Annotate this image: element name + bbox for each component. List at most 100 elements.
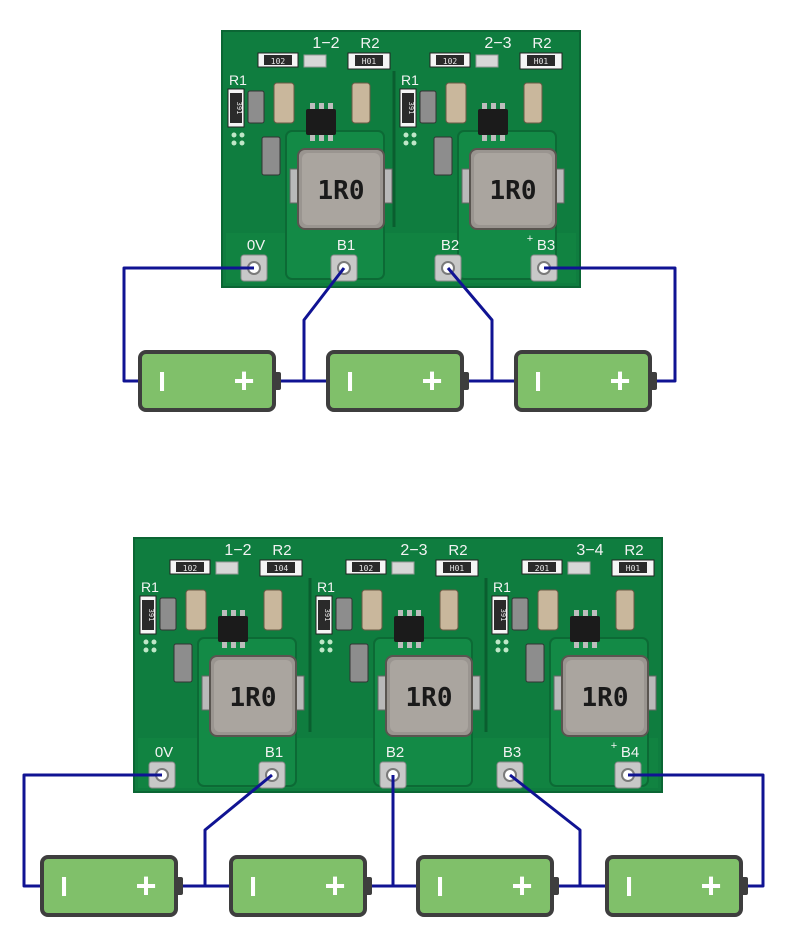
capacitor bbox=[439, 589, 459, 631]
wire bbox=[122, 266, 254, 383]
chip-pin bbox=[231, 610, 236, 616]
r2-label: R2 bbox=[360, 35, 379, 52]
chip-pin bbox=[328, 103, 333, 109]
chip-pin bbox=[407, 642, 412, 648]
capacitor bbox=[419, 90, 437, 124]
battery-body bbox=[229, 855, 367, 917]
battery-plus-symbol: + bbox=[233, 360, 254, 401]
chip-pin bbox=[310, 135, 315, 141]
battery-plus-symbol: + bbox=[421, 360, 442, 401]
battery: I+ bbox=[138, 350, 281, 412]
wire bbox=[274, 267, 346, 383]
wire bbox=[628, 773, 765, 888]
r2-resistor bbox=[443, 562, 471, 573]
chip-pin bbox=[583, 642, 588, 648]
resistor-code: 102 bbox=[443, 57, 458, 66]
chip-pin bbox=[231, 642, 236, 648]
pad-label: B4 bbox=[621, 744, 639, 761]
chip-pin bbox=[328, 135, 333, 141]
wire bbox=[544, 266, 677, 383]
pad-label: B2 bbox=[386, 744, 404, 761]
r1-code: 391 bbox=[235, 102, 243, 115]
balance-label: 2−3 bbox=[400, 542, 427, 559]
capacitor bbox=[537, 589, 559, 631]
r1-resistor bbox=[142, 600, 154, 630]
mosfet-chip bbox=[570, 616, 600, 642]
chip-pin bbox=[222, 610, 227, 616]
r1-resistor bbox=[318, 600, 330, 630]
r1-resistor bbox=[494, 600, 506, 630]
chip-pin bbox=[491, 135, 496, 141]
r2-resistor bbox=[355, 55, 383, 66]
battery-plus-symbol: + bbox=[511, 865, 532, 906]
capacitor bbox=[159, 597, 177, 631]
via bbox=[327, 647, 333, 653]
via bbox=[151, 639, 157, 645]
battery-plus-symbol: + bbox=[700, 865, 721, 906]
chip-pin bbox=[500, 135, 505, 141]
battery-body bbox=[416, 855, 554, 917]
chip-pin bbox=[319, 135, 324, 141]
r2-code: H01 bbox=[534, 57, 549, 66]
via bbox=[143, 647, 149, 653]
battery-body bbox=[514, 350, 652, 412]
battery-body bbox=[40, 855, 178, 917]
battery-plus-symbol: + bbox=[324, 865, 345, 906]
via bbox=[495, 647, 501, 653]
resistor-code: 102 bbox=[271, 57, 286, 66]
r1-label: R1 bbox=[317, 579, 335, 595]
inductor-top bbox=[566, 660, 644, 732]
plus-marker: + bbox=[527, 233, 533, 245]
via bbox=[151, 647, 157, 653]
r1-code: 391 bbox=[499, 609, 507, 622]
capacitor bbox=[185, 589, 207, 631]
inductor-top bbox=[214, 660, 292, 732]
chip-pin bbox=[416, 642, 421, 648]
chip-pin bbox=[500, 103, 505, 109]
battery-plus-symbol: + bbox=[609, 360, 630, 401]
r2-code: 104 bbox=[274, 564, 289, 573]
mosfet-chip bbox=[478, 109, 508, 135]
mosfet-chip bbox=[306, 109, 336, 135]
inductor-top bbox=[302, 153, 380, 225]
capacitor bbox=[351, 82, 371, 124]
balance-label: 3−4 bbox=[576, 542, 603, 559]
inductor-marking: 1R0 bbox=[230, 683, 277, 713]
smd-resistor bbox=[436, 55, 464, 65]
r1-label: R1 bbox=[401, 72, 419, 88]
battery-plus-symbol: + bbox=[135, 865, 156, 906]
resistor-code: 201 bbox=[535, 564, 550, 573]
via bbox=[143, 639, 149, 645]
capacitor bbox=[335, 597, 353, 631]
battery-minus-symbol: I bbox=[60, 871, 68, 902]
inductor-top bbox=[390, 660, 468, 732]
battery-body bbox=[605, 855, 743, 917]
r2-label: R2 bbox=[448, 542, 467, 559]
battery-minus-symbol: I bbox=[436, 871, 444, 902]
led bbox=[303, 54, 327, 68]
chip-pin bbox=[574, 610, 579, 616]
pad-label: B3 bbox=[503, 744, 521, 761]
wire bbox=[446, 267, 494, 383]
chip-pin bbox=[491, 103, 496, 109]
chip-pin bbox=[592, 642, 597, 648]
pad-label: 0V bbox=[247, 237, 265, 254]
via bbox=[327, 639, 333, 645]
pad-label: B2 bbox=[441, 237, 459, 254]
battery-body bbox=[326, 350, 464, 412]
capacitor bbox=[349, 643, 369, 683]
wire bbox=[176, 773, 273, 888]
r1-label: R1 bbox=[229, 72, 247, 88]
balance-label: 1−2 bbox=[224, 542, 251, 559]
chip-pin bbox=[416, 610, 421, 616]
capacitor bbox=[615, 589, 635, 631]
chip-pin bbox=[583, 610, 588, 616]
r1-code: 391 bbox=[407, 102, 415, 115]
r2-resistor bbox=[267, 562, 295, 573]
r2-label: R2 bbox=[624, 542, 643, 559]
balance-label: 1−2 bbox=[312, 35, 339, 52]
